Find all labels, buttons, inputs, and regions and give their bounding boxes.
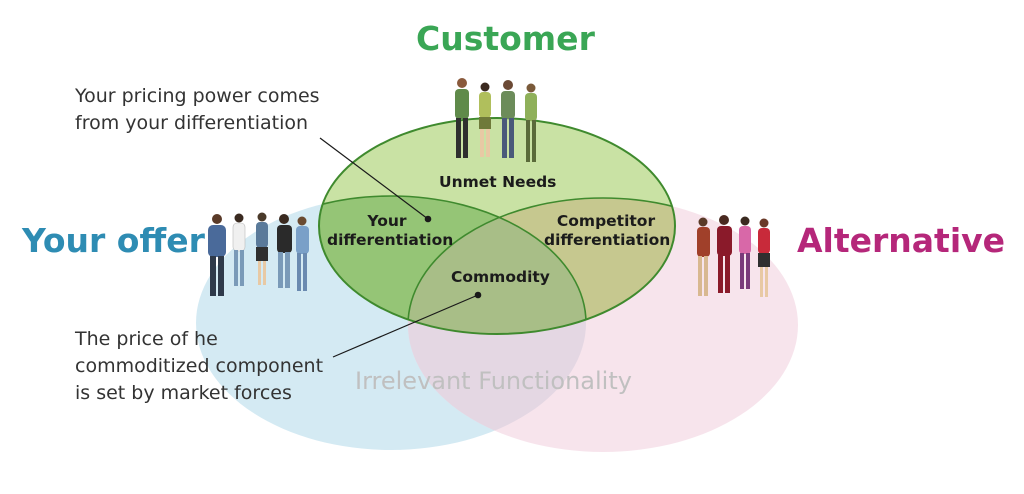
alternative-people-icon: [697, 215, 770, 297]
commodity-label: Commodity: [451, 268, 550, 286]
commodity-price-line-3: is set by market forces: [75, 382, 292, 404]
competitor-differentiation-label: Competitor differentiation: [544, 212, 671, 249]
commodity-price-line-2: commoditized component: [75, 355, 324, 377]
commodity-price-line-1: The price of he: [75, 328, 218, 350]
commodity-region: [408, 198, 586, 334]
pricing-power-callout: Your pricing power comes from your diffe…: [75, 83, 320, 137]
pricing-power-dot: [424, 215, 432, 223]
pricing-power-leader-line: [319, 137, 429, 220]
customer-title: Customer: [416, 19, 595, 58]
pricing-power-line-1: Your pricing power comes: [75, 85, 320, 107]
pricing-power-line-2: from your differentiation: [75, 112, 309, 134]
commodity-dot: [474, 291, 482, 299]
commodity-leader-line: [332, 294, 479, 358]
alternative-title: Alternative: [797, 221, 1006, 260]
your-offer-people-icon: [208, 212, 309, 296]
unmet-needs-label: Unmet Needs: [439, 173, 557, 191]
your-differentiation-label: Your differentiation: [327, 212, 454, 249]
commodity-price-callout: The price of he commoditized component i…: [75, 326, 323, 407]
irrelevant-functionality-label: Irrelevant Functionality: [355, 367, 632, 395]
customer-people-icon: [455, 78, 537, 162]
your-offer-title: Your offer: [22, 221, 205, 260]
